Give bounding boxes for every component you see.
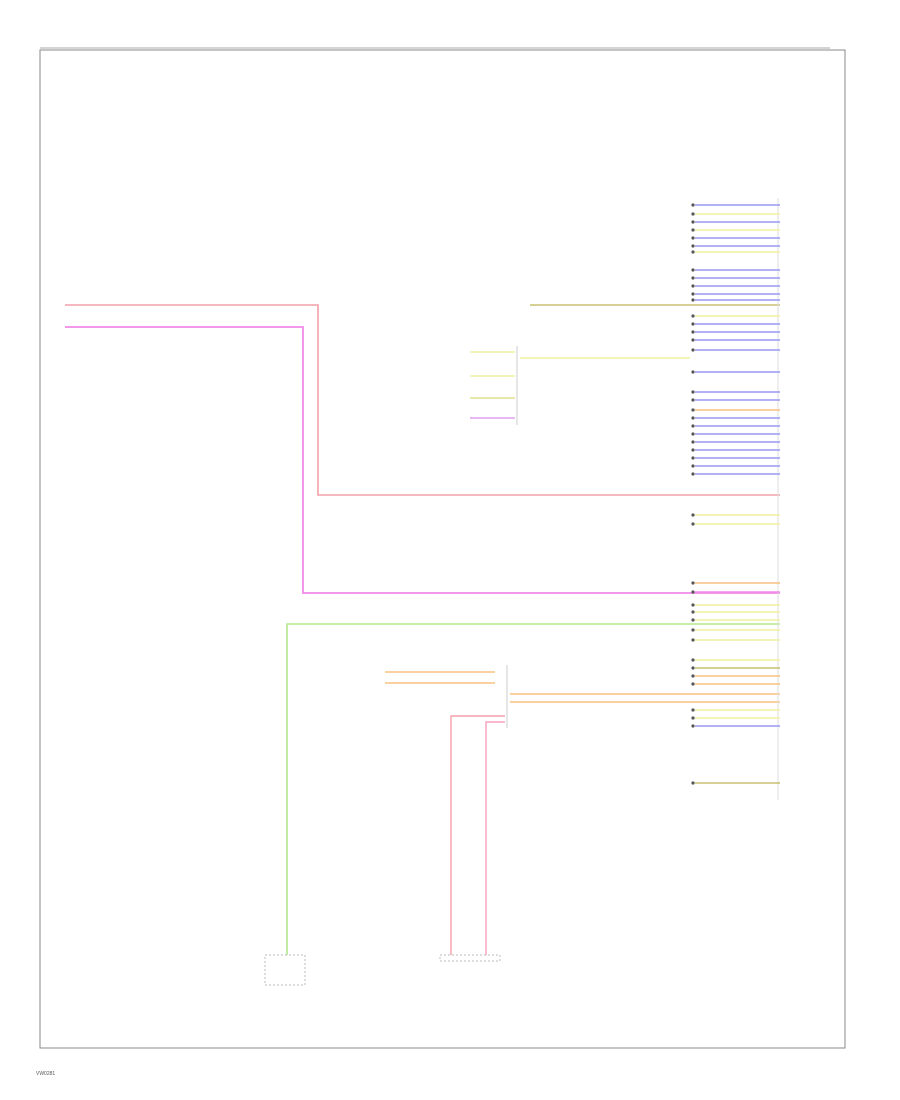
connector-pin-dot	[691, 440, 695, 444]
connector-pin-dot	[691, 618, 695, 622]
wire-pink-ground	[65, 326, 780, 594]
connector-pin-dot	[691, 472, 695, 476]
connector-pin-dot	[691, 236, 695, 240]
connector-pin-dot	[691, 603, 695, 607]
diagram-id: VW0281	[36, 1071, 56, 1077]
connector-pin-dot	[691, 244, 695, 248]
connector-pin-dot	[691, 212, 695, 216]
wire-pink-central-lock	[485, 721, 505, 955]
connector-pin-dot	[691, 464, 695, 468]
connector-pin-dot	[691, 432, 695, 436]
wire-red-power	[65, 304, 780, 496]
connector-pin-dot	[691, 674, 695, 678]
diagram-frame	[39, 49, 846, 1049]
connector-pin-dot	[691, 330, 695, 334]
connector-pin-dot	[691, 268, 695, 272]
connector-pin-dot	[691, 781, 695, 785]
connector-pin-dot	[691, 228, 695, 232]
wire-green-can	[286, 623, 780, 955]
module-connector-stubs	[691, 203, 780, 785]
connector-pin-dot	[691, 658, 695, 662]
connector-pin-dot	[691, 203, 695, 207]
connector-pin-dot	[691, 284, 695, 288]
connector-pin-dot	[691, 250, 695, 254]
connector-pin-dot	[691, 292, 695, 296]
connector-pin-dot	[691, 590, 695, 594]
connector-pin-dot	[691, 522, 695, 526]
connector-pin-dot	[691, 666, 695, 670]
connector-pin-dot	[691, 716, 695, 720]
connector-pin-dot	[691, 390, 695, 394]
connector-pin-dot	[691, 298, 695, 302]
connector-pin-dot	[691, 398, 695, 402]
connector-pin-dot	[691, 314, 695, 318]
connector-pin-dot	[691, 408, 695, 412]
connector-pin-dot	[691, 416, 695, 420]
connector-pin-dot	[691, 424, 695, 428]
connector-pin-dot	[691, 220, 695, 224]
wiper-connector	[264, 954, 306, 986]
connector-pin-dot	[691, 724, 695, 728]
connector-pin-dot	[691, 682, 695, 686]
wire-red-central-lock	[450, 715, 505, 955]
connector-pin-dot	[691, 628, 695, 632]
connector-pin-dot	[691, 610, 695, 614]
central-lock-connector	[439, 954, 501, 962]
connector-pin-dot	[691, 338, 695, 342]
connector-pin-dot	[691, 322, 695, 326]
connector-pin-dot	[691, 276, 695, 280]
connector-pin-dot	[691, 513, 695, 517]
connector-pin-dot	[691, 456, 695, 460]
connector-pin-dot	[691, 448, 695, 452]
connector-pin-dot	[691, 638, 695, 642]
connector-pin-dot	[691, 370, 695, 374]
connector-pin-dot	[691, 348, 695, 352]
connector-pin-dot	[691, 581, 695, 585]
connector-pin-dot	[691, 708, 695, 712]
